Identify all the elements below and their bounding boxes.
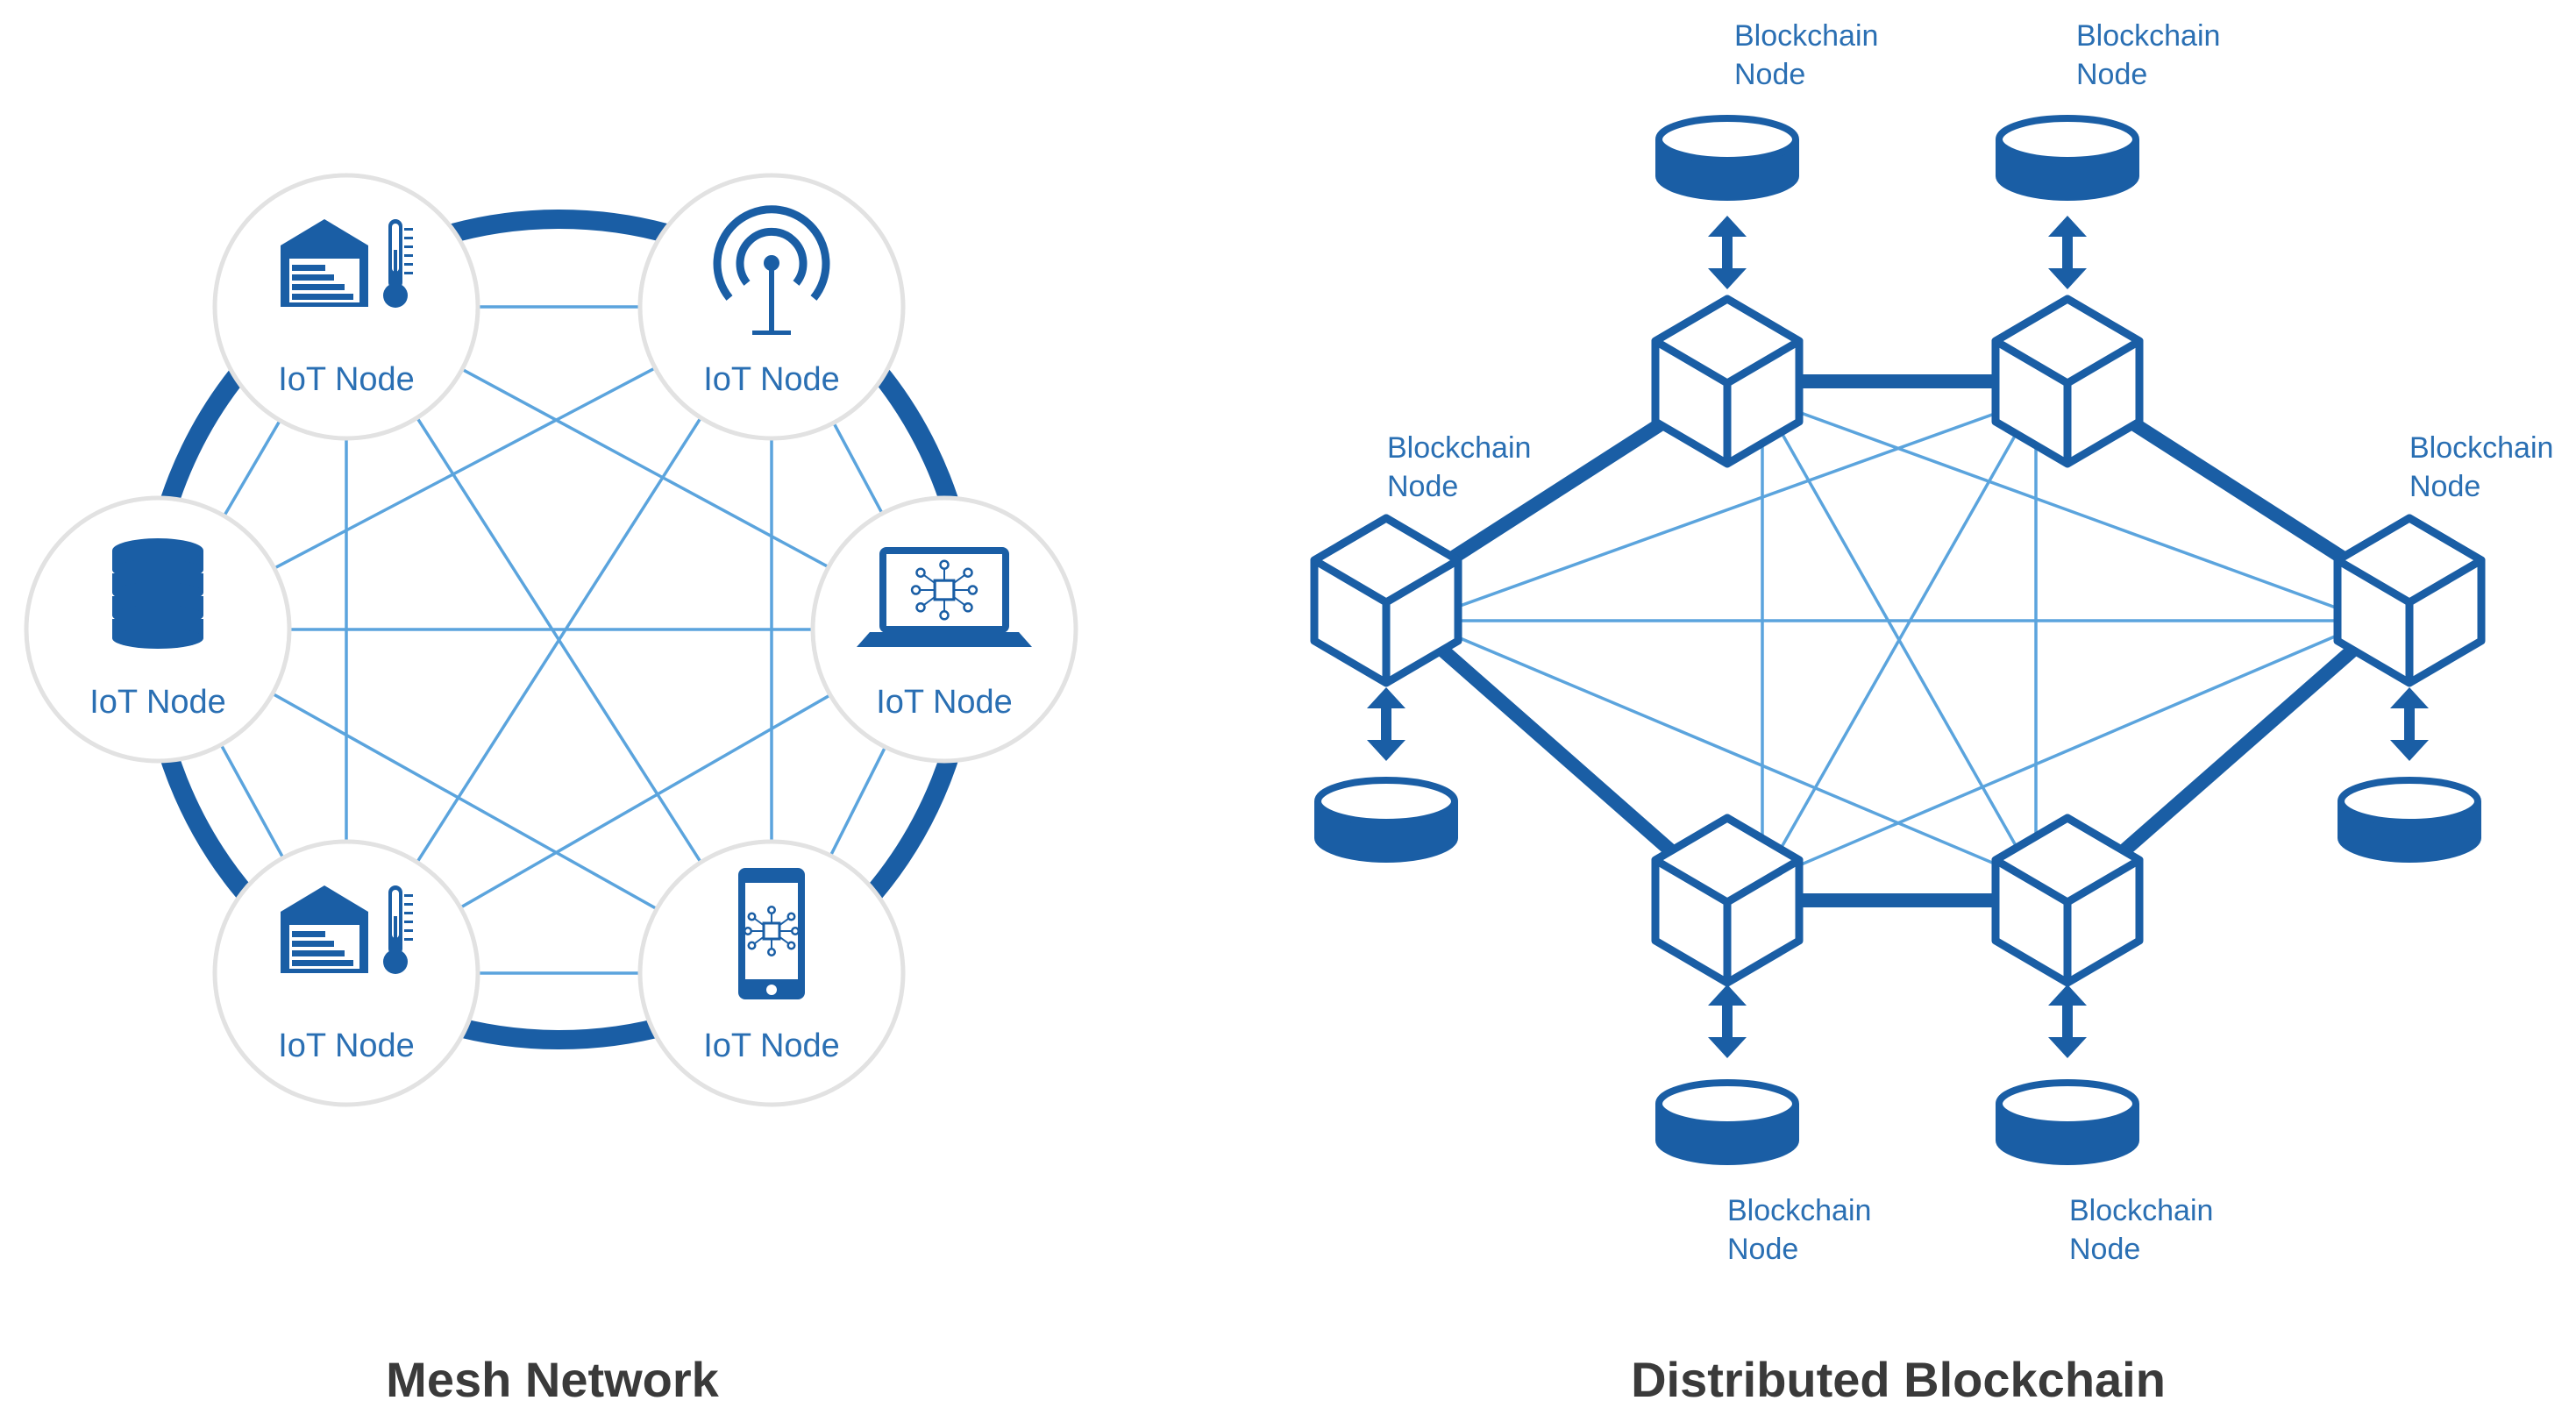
blockchain-node <box>1651 814 1804 1165</box>
blockchain-node-label-line1: Blockchain <box>1387 431 1531 465</box>
blockchain-nodes <box>1310 115 2486 1165</box>
blockchain-node-label-line2: Node <box>1734 58 1805 91</box>
double-arrow-icon <box>2390 687 2429 761</box>
blockchain-node-label-line2: Node <box>1387 470 1458 503</box>
iot-node-label: IoT Node <box>89 684 226 721</box>
blockchain-node-label-line2: Node <box>2409 470 2480 503</box>
blockchain-mesh-link <box>1761 619 2373 883</box>
blockchain-mesh-link <box>1418 619 2037 883</box>
blockchain-node <box>1651 115 1804 468</box>
blockchain-node <box>1310 514 1462 863</box>
blockchain-node-label-line2: Node <box>2069 1233 2140 1266</box>
laptop-chip-icon <box>857 547 1032 647</box>
cube-icon <box>1651 814 1804 987</box>
iot-node-label: IoT Node <box>703 361 840 398</box>
mesh-caption: Mesh Network <box>386 1352 719 1407</box>
iot-node-label: IoT Node <box>278 1027 415 1064</box>
blockchain-mesh-link <box>1418 397 2037 622</box>
iot-node: IoT Node <box>810 495 1078 764</box>
blockchain-node-label-line2: Node <box>1727 1233 1798 1266</box>
blockchain-node <box>2333 514 2486 863</box>
double-arrow-icon <box>2048 216 2087 289</box>
iot-node: IoT Node <box>212 839 480 1107</box>
blockchain-mesh-link <box>1761 397 2373 622</box>
blockchain-caption: Distributed Blockchain <box>1631 1352 2166 1407</box>
cube-icon <box>1651 295 1804 468</box>
database-icon <box>112 538 203 649</box>
blockchain-node-label-line1: Blockchain <box>2409 431 2553 465</box>
wireless-antenna-icon <box>713 205 830 335</box>
iot-node-label: IoT Node <box>876 684 1013 721</box>
iot-node: IoT Node <box>212 173 480 441</box>
blockchain-node <box>1991 115 2144 468</box>
blockchain-node <box>1991 814 2144 1165</box>
blockchain-labels: BlockchainNodeBlockchainNodeBlockchainNo… <box>1387 19 2553 1266</box>
cube-icon <box>1991 295 2144 468</box>
database-disk-icon <box>1655 115 1799 201</box>
double-arrow-icon <box>1367 687 1405 761</box>
blockchain-node-label-line2: Node <box>2076 58 2147 91</box>
database-disk-icon <box>2338 777 2481 863</box>
iot-node-label: IoT Node <box>703 1027 840 1064</box>
cube-icon <box>1991 814 2144 987</box>
distributed-blockchain: BlockchainNodeBlockchainNodeBlockchainNo… <box>1310 19 2553 1407</box>
blockchain-node-label-line1: Blockchain <box>2069 1194 2213 1227</box>
double-arrow-icon <box>2048 985 2087 1058</box>
cube-icon <box>1310 514 1462 687</box>
double-arrow-icon <box>1708 216 1747 289</box>
iot-node: IoT Node <box>24 495 292 764</box>
iot-node: IoT Node <box>637 173 906 441</box>
iot-node: IoT Node <box>637 839 906 1107</box>
database-disk-icon <box>1655 1079 1799 1165</box>
database-disk-icon <box>1314 777 1458 863</box>
blockchain-node-label-line1: Blockchain <box>2076 19 2220 53</box>
warehouse-thermometer-icon <box>281 885 413 974</box>
database-disk-icon <box>1996 115 2139 201</box>
blockchain-mesh-link <box>1761 398 2038 882</box>
iot-node-label: IoT Node <box>278 361 415 398</box>
smartphone-chip-icon <box>738 868 805 999</box>
warehouse-thermometer-icon <box>281 219 413 308</box>
blockchain-node-label-line1: Blockchain <box>1727 1194 1871 1227</box>
blockchain-node-label-line1: Blockchain <box>1734 19 1878 53</box>
double-arrow-icon <box>1708 985 1747 1058</box>
blockchain-connections <box>1381 374 2415 907</box>
cube-icon <box>2333 514 2486 687</box>
database-disk-icon <box>1996 1079 2139 1165</box>
